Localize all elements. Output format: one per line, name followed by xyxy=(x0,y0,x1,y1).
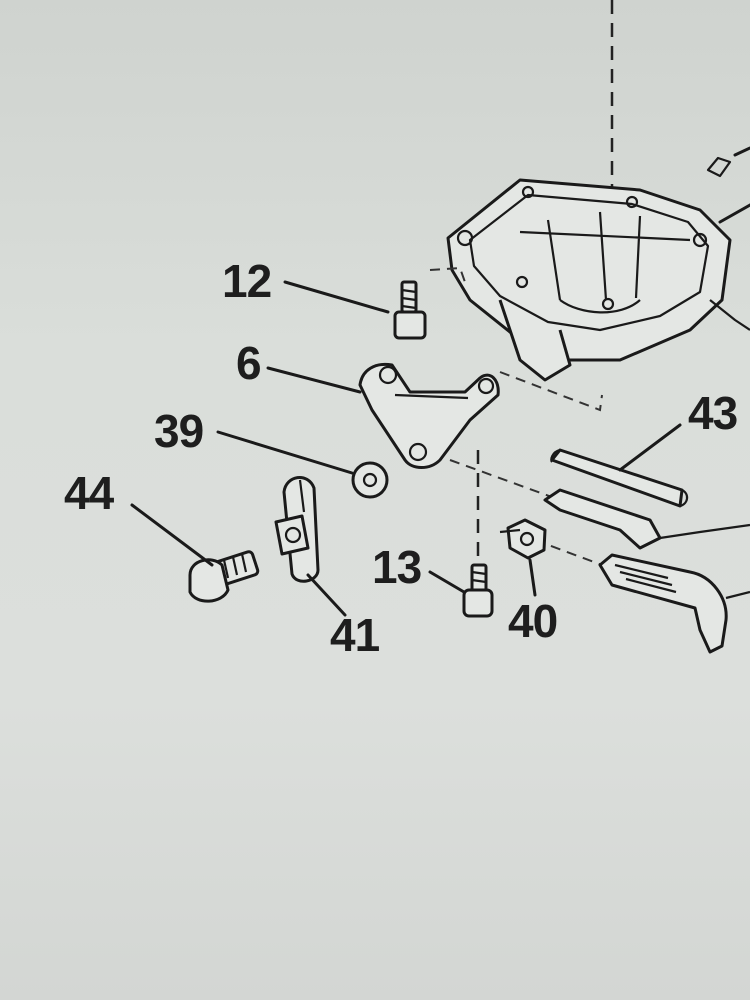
throttle-lever xyxy=(543,488,750,550)
guide-line-body xyxy=(499,371,603,412)
callout-40: 40 xyxy=(508,595,558,647)
washer-39 xyxy=(351,461,389,499)
leader-39 xyxy=(216,430,354,475)
screw-44 xyxy=(188,550,260,603)
link-41 xyxy=(274,476,320,583)
screw-13 xyxy=(462,563,494,618)
shaft-43 xyxy=(550,448,689,508)
callout-43: 43 xyxy=(688,387,738,439)
carburetor-body xyxy=(446,146,750,382)
leader-12 xyxy=(283,280,390,314)
guide-line-43 xyxy=(449,459,561,501)
callout-44: 44 xyxy=(64,467,114,519)
callout-41: 41 xyxy=(330,609,380,661)
guide-line-40 xyxy=(534,539,611,569)
bracket-6 xyxy=(358,362,500,469)
leader-6 xyxy=(266,366,362,394)
leader-43 xyxy=(618,423,682,472)
leader-41 xyxy=(306,573,347,617)
callout-6: 6 xyxy=(236,337,262,389)
leader-13 xyxy=(428,570,466,594)
screw-12 xyxy=(393,280,427,340)
guide-line-12 xyxy=(429,266,467,286)
callout-39: 39 xyxy=(154,405,204,457)
nut-40 xyxy=(499,518,547,560)
callout-12: 12 xyxy=(222,255,272,307)
choke-arm xyxy=(598,553,750,654)
leader-40 xyxy=(528,558,537,597)
leader-44 xyxy=(130,503,214,567)
callout-13: 13 xyxy=(372,541,422,593)
